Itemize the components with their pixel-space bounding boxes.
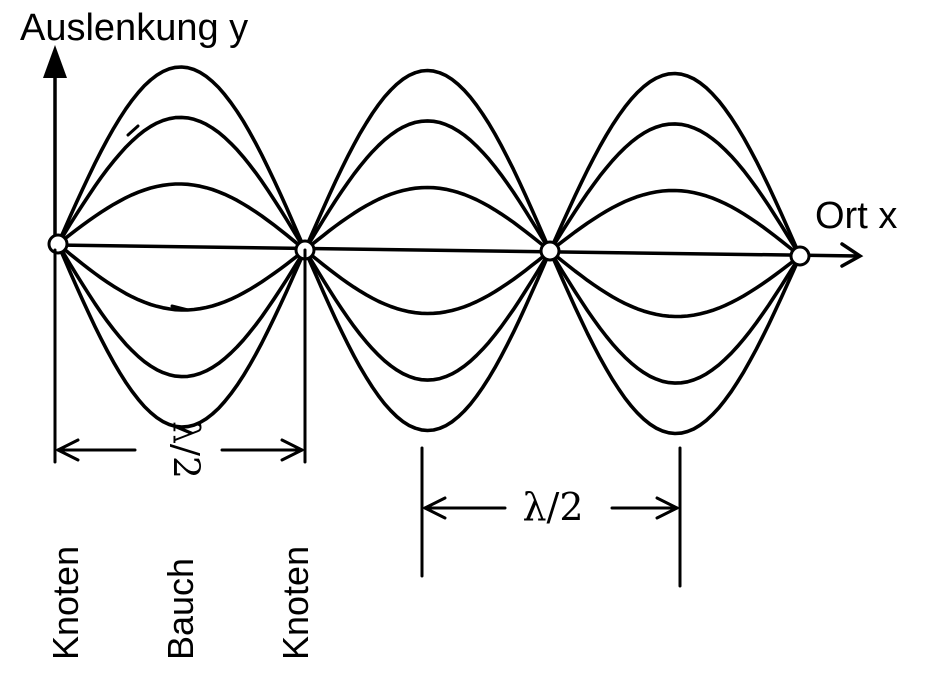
- left-lambda-half-label: λ/2: [165, 421, 206, 479]
- motion-hook-bottom: [170, 304, 190, 312]
- wave-curve-upper-3: [56, 182, 802, 258]
- wave-curve-lower-1: [56, 242, 802, 436]
- knoten-left-label: Knoten: [45, 546, 86, 660]
- x-axis-label: Ort x: [815, 195, 897, 237]
- x-axis: [53, 242, 864, 268]
- wave-curve-lower-2: [56, 242, 802, 385]
- wave-curve-upper-1: [56, 65, 802, 258]
- y-axis-label: Auslenkung y: [20, 7, 248, 49]
- motion-hook-top: [126, 124, 140, 137]
- left-dimension: [53, 248, 307, 464]
- bauch-label: Bauch: [160, 558, 201, 660]
- right-dimension: [420, 446, 682, 588]
- y-axis: [43, 45, 67, 247]
- node-marker: [789, 245, 811, 267]
- wave-curve-upper-2: [56, 115, 802, 258]
- wave-curve-lower-3: [56, 242, 802, 319]
- node-marker: [47, 233, 69, 255]
- right-lambda-half-label: λ/2: [522, 485, 583, 529]
- node-marker: [539, 240, 561, 262]
- wave-curves: [56, 65, 802, 436]
- knoten-right-label: Knoten: [275, 546, 316, 660]
